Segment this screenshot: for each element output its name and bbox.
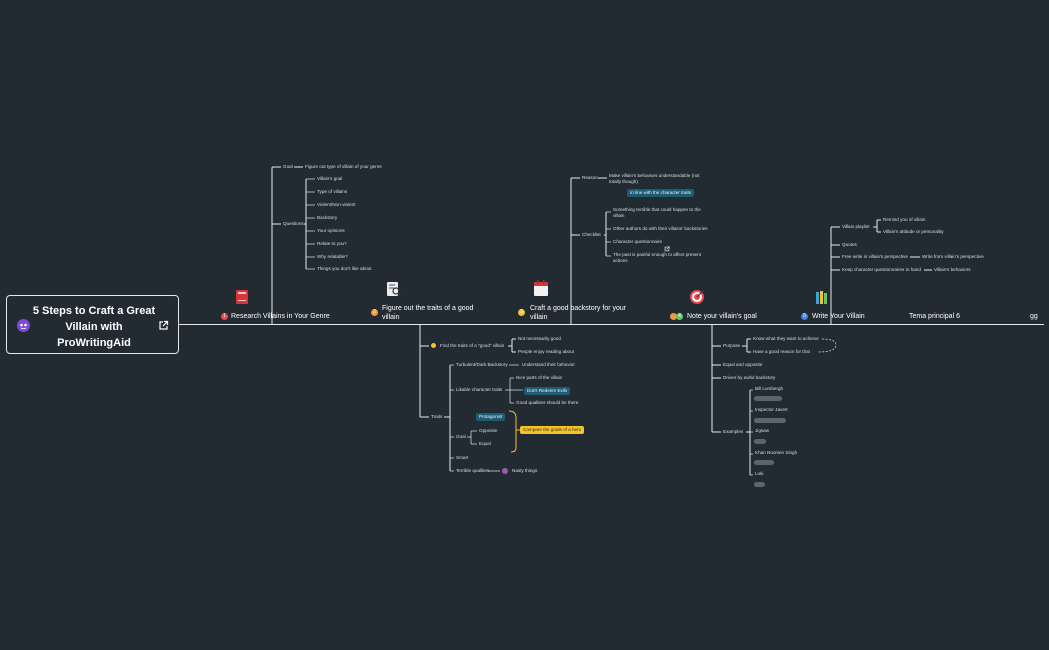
goal-purpose[interactable]: Purpose [723, 343, 741, 348]
find-item[interactable]: Not necessarily good [518, 336, 561, 341]
topic-tema-principal-6[interactable]: Tema principal 6 [909, 313, 960, 320]
backstory-reason-text[interactable]: Make villain's behaviors understandable … [609, 173, 700, 184]
external-link-icon[interactable] [158, 318, 169, 330]
checklist-item[interactable]: The past is painful enough to affect pre… [613, 252, 702, 263]
topic-2-number: 2 [371, 309, 378, 316]
example-tag [754, 439, 766, 444]
goal-item[interactable]: Equal [479, 441, 491, 446]
playlist-item[interactable]: Villain's attitude or personality [883, 229, 944, 234]
question-item[interactable]: Violent/Non-violent [317, 202, 356, 207]
find-item[interactable]: People enjoy reading about [518, 349, 574, 354]
goal-examples[interactable]: Examples [723, 429, 744, 434]
goal-equal[interactable]: Equal and opposite [723, 362, 763, 367]
likable-item-highlight[interactable]: Don't Redeem Evils [524, 387, 571, 395]
example-tag [754, 482, 765, 487]
example-item[interactable]: Jigsaw [755, 428, 770, 433]
central-topic-title: 5 Steps to Craft a Great Villain with Pr… [32, 305, 156, 349]
example-item[interactable]: Khan Noonien Singh [755, 450, 798, 455]
question-item[interactable]: Your opinions [317, 228, 345, 233]
books-icon [815, 290, 830, 310]
checklist-item[interactable]: Character questionnaire [613, 239, 663, 244]
traits-terrible[interactable]: Terrible qualities [456, 468, 490, 473]
traits-turbulent-sub[interactable]: Understand their behavior [522, 362, 575, 367]
example-tag [754, 396, 782, 401]
book-icon [235, 289, 249, 310]
write-keep[interactable]: Keep character questionnaires to hand [842, 267, 921, 272]
reason-tag[interactable]: In line with the character traits [627, 189, 695, 197]
purpose-item[interactable]: Have a good reason for that [753, 349, 810, 354]
topic-3-number: 3 [518, 309, 525, 316]
checklist-item[interactable]: Other authors do with their villains' ba… [613, 226, 708, 231]
topic-craft-backstory[interactable]: Craft a good backstory for your villain [530, 305, 627, 321]
likable-item[interactable]: Nice parts of the villain [516, 375, 563, 380]
backstory-reason[interactable]: Reason [582, 175, 598, 180]
research-goal-text[interactable]: Figure out type of villain of your genre [305, 164, 382, 169]
priority-marker [431, 343, 436, 348]
question-item[interactable]: Why relatable? [317, 254, 348, 259]
write-keep-sub[interactable]: Villain's behaviors [934, 267, 971, 272]
calendar-icon [533, 280, 549, 302]
traits-smart[interactable]: Smart [456, 455, 469, 460]
prowritingaid-logo-icon [17, 319, 30, 332]
playlist-item[interactable]: Remind you of villain [883, 217, 926, 222]
question-item[interactable]: Villain's goal [317, 176, 343, 181]
topic-4-extra-marker [670, 313, 677, 320]
target-icon [689, 288, 706, 310]
search-document-icon [386, 281, 402, 303]
research-questions[interactable]: Questions [283, 221, 304, 226]
write-playlist[interactable]: Villain playlist [842, 224, 870, 229]
goal-driven[interactable]: Driven by awful backstory [723, 375, 776, 380]
example-item[interactable]: Inspector Javert [755, 407, 788, 412]
question-item[interactable]: Relate to you? [317, 241, 347, 246]
goal-item[interactable]: Opposite [479, 428, 498, 433]
traits-goal[interactable]: Goal [456, 434, 466, 439]
external-link-icon[interactable] [664, 239, 670, 257]
topic-villain-goal[interactable]: Note your villain's goal [687, 313, 757, 320]
write-free[interactable]: Free write in villain's perspective [842, 254, 908, 259]
example-item[interactable]: Bill Lumbergh [755, 386, 784, 391]
purpose-item[interactable]: Know what they want to achieve [753, 336, 819, 341]
example-item[interactable]: Loki [755, 471, 764, 476]
protagonist-tag[interactable]: Protagonist [476, 413, 506, 421]
relationship-curve [817, 338, 837, 353]
topic-1-number: 1 [221, 313, 228, 320]
question-item[interactable]: Type of villains [317, 189, 348, 194]
likable-item[interactable]: Good qualities should be there [516, 400, 579, 405]
write-free-sub[interactable]: Write from villain's perspective [922, 254, 984, 259]
backstory-checklist[interactable]: Checklist [582, 232, 601, 237]
traits-terrible-sub[interactable]: Nasty things [512, 468, 538, 473]
goal-bracket [508, 410, 517, 453]
research-goal[interactable]: Goal [283, 164, 293, 169]
traits-traits[interactable]: Traits [431, 414, 443, 419]
topic-5-number: 5 [801, 313, 808, 320]
emoji-marker-icon [502, 468, 508, 474]
goal-callout[interactable]: Compare the goals of a hero [520, 426, 585, 434]
write-quotes[interactable]: Quotes [842, 242, 857, 247]
topic-traits-of-villain[interactable]: Figure out the traits of a good villain [382, 305, 474, 321]
traits-likable[interactable]: Likable character traits [456, 387, 503, 392]
topic-research-villains[interactable]: Research Villains in Your Genre [231, 313, 330, 320]
traits-find[interactable]: Find the traits of a "good" villain [440, 343, 505, 348]
topic-4-number: 4 [676, 313, 683, 320]
question-item[interactable]: Things you don't like about [317, 266, 372, 271]
question-item[interactable]: Backstory [317, 215, 338, 220]
topic-gg[interactable]: gg [1030, 313, 1038, 320]
topic-write-villain[interactable]: Write Your Villain [812, 313, 865, 320]
traits-turbulent[interactable]: Turbulent/Dark Backstory [456, 362, 508, 367]
example-tag [754, 460, 774, 465]
central-topic[interactable]: 5 Steps to Craft a Great Villain with Pr… [6, 295, 179, 354]
checklist-item[interactable]: Something terrible that could happen to … [613, 207, 701, 218]
example-tag [754, 418, 786, 423]
